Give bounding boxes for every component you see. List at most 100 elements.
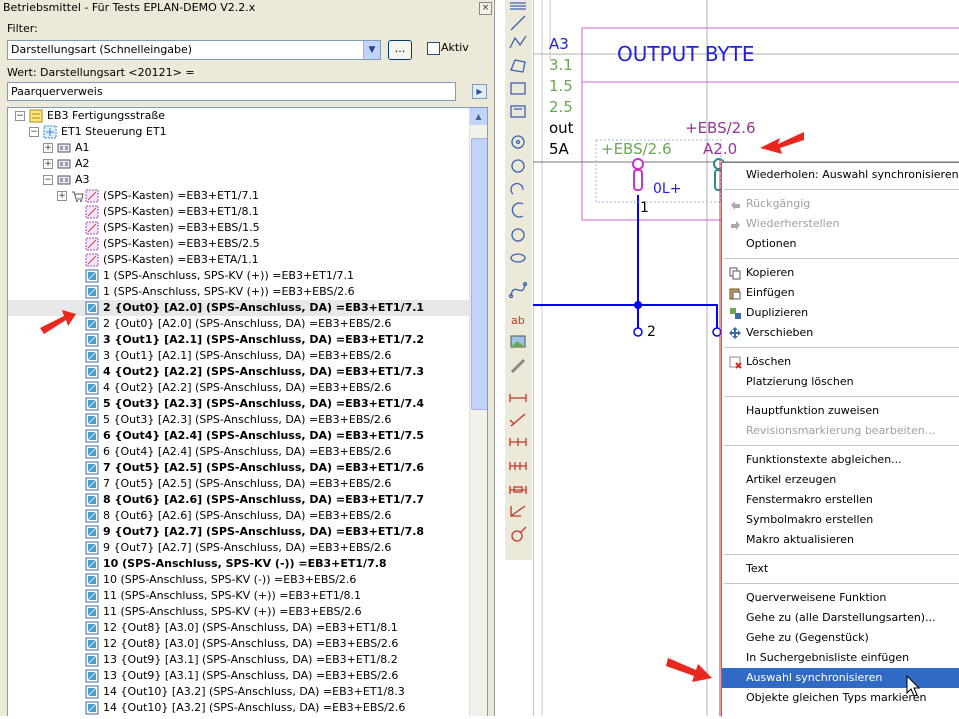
tree-row[interactable]: −EB3 Fertigungsstraße (8, 108, 469, 124)
tree-row-label: A1 (75, 141, 90, 154)
plc-terminal-icon (85, 509, 99, 523)
menu-item-19[interactable]: Gehe zu (alle Darstellungsarten)... (722, 608, 959, 628)
tree-row-label: 3 {Out1} [A2.1] (SPS-Anschluss, DA) =EB3… (103, 333, 425, 346)
tree-row[interactable]: 11 (SPS-Anschluss, SPS-KV (+)) =EB3+EBS/… (8, 604, 469, 620)
filter-combobox[interactable]: Darstellungsart (Schnelleingabe) ▼ (7, 40, 381, 60)
rectangle-icon (510, 82, 526, 95)
tree-row[interactable]: 4 {Out2} [A2.2] (SPS-Anschluss, DA) =EB3… (8, 380, 469, 396)
tree-row[interactable]: −A3 (8, 172, 469, 188)
cart-icon (70, 189, 84, 203)
collapse-icon[interactable]: − (15, 111, 25, 121)
apply-arrow-icon[interactable]: ▶ (472, 84, 487, 99)
tree-row[interactable]: (SPS-Kasten) =EB3+ET1/8.1 (8, 204, 469, 220)
tree-row[interactable]: +(SPS-Kasten) =EB3+ET1/7.1 (8, 188, 469, 204)
menu-item-4[interactable]: Kopieren (722, 263, 959, 283)
menu-item-label: Hauptfunktion zuweisen (746, 404, 880, 417)
tree-row[interactable]: (SPS-Kasten) =EB3+EBS/2.5 (8, 236, 469, 252)
tree-scrollbar[interactable]: ▲ (469, 108, 487, 716)
menu-item-5[interactable]: Einfügen (722, 283, 959, 303)
menu-item-0[interactable]: Wiederholen: Auswahl synchronisieren (722, 165, 959, 185)
panel-title: Betriebsmittel - Für Tests EPLAN-DEMO V2… (3, 1, 256, 14)
menu-item-6[interactable]: Duplizieren (722, 303, 959, 323)
menu-item-8[interactable]: Löschen (722, 352, 959, 372)
tree-row[interactable]: (SPS-Kasten) =EB3+EBS/1.5 (8, 220, 469, 236)
value-input[interactable]: Paarquerverweis (7, 82, 456, 101)
menu-item-label: Gehe zu (alle Darstellungsarten)... (746, 611, 936, 624)
tree-row[interactable]: + A1 (8, 140, 469, 156)
tree-row[interactable]: 9 {Out7} [A2.7] (SPS-Anschluss, DA) =EB3… (8, 540, 469, 556)
tree-row[interactable]: 8 {Out6} [A2.6] (SPS-Anschluss, DA) =EB3… (8, 508, 469, 524)
tree-row[interactable]: −ET1 Steuerung ET1 (8, 124, 469, 140)
tree-row[interactable]: 2 {Out0} [A2.0] (SPS-Anschluss, DA) =EB3… (8, 300, 469, 316)
tree-row[interactable]: 14 {Out10} [A3.2] (SPS-Anschluss, DA) =E… (8, 684, 469, 700)
tree-row[interactable]: 10 (SPS-Anschluss, SPS-KV (-)) =EB3+EBS/… (8, 572, 469, 588)
dimension-chain-icon (509, 438, 527, 446)
tree-row[interactable]: 8 {Out6} [A2.6] (SPS-Anschluss, DA) =EB3… (8, 492, 469, 508)
filter-browse-button[interactable]: ... (388, 40, 412, 60)
tree-row[interactable]: 10 (SPS-Anschluss, SPS-KV (-)) =EB3+ET1/… (8, 556, 469, 572)
close-icon[interactable]: × (479, 2, 492, 15)
tree-row[interactable]: 3 {Out1} [A2.1] (SPS-Anschluss, DA) =EB3… (8, 332, 469, 348)
tree-row-label: 5 {Out3} [A2.3] (SPS-Anschluss, DA) =EB3… (103, 397, 425, 410)
menu-item-3[interactable]: Optionen (722, 234, 959, 254)
equipment-tree[interactable]: −EB3 Fertigungsstraße−ET1 Steuerung ET1+… (7, 107, 488, 716)
expand-icon[interactable]: + (43, 159, 53, 169)
tree-row[interactable]: 13 {Out9} [A3.1] (SPS-Anschluss, DA) =EB… (8, 652, 469, 668)
scrollbar-thumb[interactable] (471, 138, 487, 410)
tree-row[interactable]: 12 {Out8} [A3.0] (SPS-Anschluss, DA) =EB… (8, 620, 469, 636)
menu-item-label: In Suchergebnisliste einfügen (746, 651, 910, 664)
tree-row[interactable]: 7 {Out5} [A2.5] (SPS-Anschluss, DA) =EB3… (8, 460, 469, 476)
tree-row[interactable]: 12 {Out8} [A3.0] (SPS-Anschluss, DA) =EB… (8, 636, 469, 652)
menu-item-16[interactable]: Makro aktualisieren (722, 530, 959, 550)
menu-item-13[interactable]: Artikel erzeugen (722, 470, 959, 490)
menu-item-15[interactable]: Symbolmakro erstellen (722, 510, 959, 530)
scroll-up-icon[interactable]: ▲ (470, 108, 487, 125)
expand-icon[interactable]: + (43, 143, 53, 153)
tree-row[interactable]: 6 {Out4} [A2.4] (SPS-Anschluss, DA) =EB3… (8, 428, 469, 444)
tree-row[interactable]: 1 (SPS-Anschluss, SPS-KV (+)) =EB3+EBS/2… (8, 284, 469, 300)
menu-item-20[interactable]: Gehe zu (Gegenstück) (722, 628, 959, 648)
collapse-icon[interactable]: − (43, 175, 53, 185)
tree-row[interactable]: 13 {Out9} [A3.1] (SPS-Anschluss, DA) =EB… (8, 668, 469, 684)
tree-row-label: 6 {Out4} [A2.4] (SPS-Anschluss, DA) =EB3… (103, 445, 392, 458)
menu-item-21[interactable]: In Suchergebnisliste einfügen (722, 648, 959, 668)
tree-row[interactable]: 14 {Out10} [A3.2] (SPS-Anschluss, DA) =E… (8, 700, 469, 716)
tree-row[interactable]: 7 {Out5} [A2.5] (SPS-Anschluss, DA) =EB3… (8, 476, 469, 492)
tree-row-label: 6 {Out4} [A2.4] (SPS-Anschluss, DA) =EB3… (103, 429, 425, 442)
menu-item-label: Kopieren (746, 266, 795, 279)
menu-item-14[interactable]: Fenstermakro erstellen (722, 490, 959, 510)
menu-item-10[interactable]: Hauptfunktion zuweisen (722, 401, 959, 421)
plc-terminal-icon (85, 317, 99, 331)
tree-row[interactable]: 3 {Out1} [A2.1] (SPS-Anschluss, DA) =EB3… (8, 348, 469, 364)
undo-icon (728, 197, 742, 211)
tree-row[interactable]: +A2 (8, 156, 469, 172)
tree-row[interactable]: 5 {Out3} [A2.3] (SPS-Anschluss, DA) =EB3… (8, 396, 469, 412)
menu-item-23[interactable]: Objekte gleichen Typs markieren (722, 688, 959, 708)
menu-item-7[interactable]: Verschieben (722, 323, 959, 343)
tree-row[interactable]: 11 (SPS-Anschluss, SPS-KV (+)) =EB3+ET1/… (8, 588, 469, 604)
tree-row-label: 10 (SPS-Anschluss, SPS-KV (-)) =EB3+EBS/… (103, 573, 357, 586)
menu-item-2[interactable]: Wiederherstellen (722, 214, 959, 234)
tree-row[interactable]: (SPS-Kasten) =EB3+ETA/1.1 (8, 252, 469, 268)
tree-row[interactable]: 9 {Out7} [A2.7] (SPS-Anschluss, DA) =EB3… (8, 524, 469, 540)
menu-item-22[interactable]: Auswahl synchronisieren (722, 668, 959, 688)
spiral-icon (511, 228, 525, 242)
menu-item-9[interactable]: Platzierung löschen (722, 372, 959, 392)
menu-item-label: Revisionsmarkierung bearbeiten... (746, 424, 936, 437)
menu-item-11[interactable]: Revisionsmarkierung bearbeiten... (722, 421, 959, 441)
tree-row[interactable]: 2 {Out0} [A2.0] (SPS-Anschluss, DA) =EB3… (8, 316, 469, 332)
expand-icon[interactable]: + (57, 191, 67, 201)
chevron-down-icon[interactable]: ▼ (363, 41, 380, 59)
collapse-icon[interactable]: − (29, 127, 39, 137)
menu-item-18[interactable]: Querverweisene Funktion (722, 588, 959, 608)
label-2-5: 2.5 (549, 98, 573, 116)
active-checkbox[interactable] (427, 42, 440, 55)
tree-row[interactable]: 4 {Out2} [A2.2] (SPS-Anschluss, DA) =EB3… (8, 364, 469, 380)
tree-row[interactable]: 5 {Out3} [A2.3] (SPS-Anschluss, DA) =EB3… (8, 412, 469, 428)
tree-row[interactable]: 6 {Out4} [A2.4] (SPS-Anschluss, DA) =EB3… (8, 444, 469, 460)
menu-item-1[interactable]: Rückgängig (722, 194, 959, 214)
device-icon (57, 157, 71, 171)
tree-row[interactable]: 1 (SPS-Anschluss, SPS-KV (+)) =EB3+ET1/7… (8, 268, 469, 284)
menu-item-12[interactable]: Funktionstexte abgleichen... (722, 450, 959, 470)
menu-item-17[interactable]: Text (722, 559, 959, 579)
